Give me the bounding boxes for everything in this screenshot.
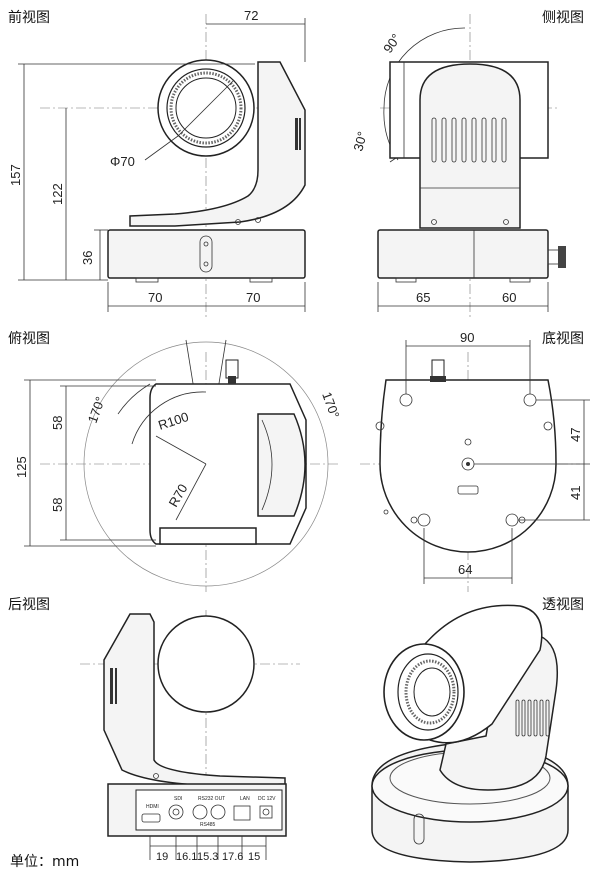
side-vent — [431, 117, 507, 163]
dim-side-base-right: 60 — [502, 290, 516, 305]
perspective-view-title: 透视图 — [542, 597, 584, 613]
dim-front-base-right: 70 — [246, 290, 260, 305]
port-sdi-label: SDI — [174, 796, 182, 802]
dim-top-58-upper: 58 — [50, 416, 65, 430]
dim-bottom-41: 41 — [568, 486, 583, 500]
dim-front-72: 72 — [244, 8, 258, 23]
dim-bottom-64: 64 — [458, 562, 472, 577]
side-view-title: 侧视图 — [542, 10, 584, 26]
port-lan-label: LAN — [240, 796, 250, 802]
dim-rear-15-3: 15.3 — [197, 851, 218, 863]
dim-rear-17-6: 17.6 — [222, 851, 243, 863]
rear-view: HDMI SDI RS232 OUT RS485 LAN DC 12V 19 1… — [80, 610, 300, 863]
dim-pan-right: 170° — [319, 390, 342, 420]
dim-lens-dia: Φ70 — [110, 154, 135, 169]
dim-side-base-left: 65 — [416, 290, 430, 305]
dim-rear-19: 19 — [156, 851, 168, 863]
dim-rear-16-1: 16.1 — [176, 851, 197, 863]
front-view-title: 前视图 — [8, 9, 50, 26]
dim-bottom-47: 47 — [568, 428, 583, 442]
bottom-view-title: 底视图 — [542, 331, 584, 347]
dim-bottom-90: 90 — [460, 330, 474, 345]
bottom-view: 90 47 41 64 — [360, 330, 590, 592]
dim-tilt-up: 90° — [380, 31, 404, 56]
port-dc-label: DC 12V — [258, 796, 276, 802]
port-rs485-label: RS485 — [200, 822, 216, 828]
top-view: 170° 170° R100 R70 125 58 58 — [14, 339, 342, 592]
dim-front-157: 157 — [8, 164, 23, 186]
top-view-title: 俯视图 — [8, 331, 50, 347]
front-view: 72 Φ70 157 122 36 70 70 — [8, 8, 306, 320]
dim-front-36: 36 — [80, 251, 95, 265]
perspective-view — [371, 604, 569, 863]
perspective-vent — [515, 699, 550, 737]
dim-rear-15: 15 — [248, 851, 260, 863]
port-rs232-label: RS232 OUT — [198, 796, 225, 802]
dim-top-125: 125 — [14, 456, 29, 478]
units-label: 单位：mm — [10, 854, 79, 870]
dim-front-122: 122 — [50, 183, 65, 205]
dim-top-58-lower: 58 — [50, 498, 65, 512]
dim-pan-left: 170° — [85, 395, 108, 425]
port-hdmi-label: HDMI — [146, 804, 159, 810]
side-view: 90° 30° 65 60 — [350, 14, 566, 320]
dim-front-base-left: 70 — [148, 290, 162, 305]
dim-tilt-down: 30° — [350, 130, 370, 153]
rear-view-title: 后视图 — [8, 597, 50, 613]
